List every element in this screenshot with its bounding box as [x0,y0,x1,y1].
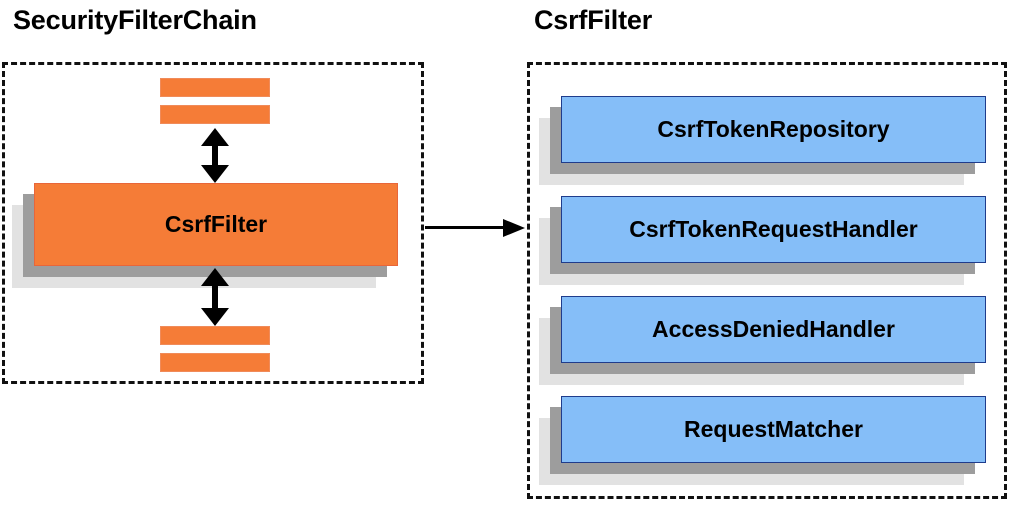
filter-bar-below-2 [160,353,270,372]
node-csrf-token-repository[interactable]: CsrfTokenRepository [539,96,986,185]
node-face: AccessDeniedHandler [561,296,986,363]
filter-bar-above-1 [160,78,270,97]
security-filter-chain-container [2,62,424,384]
node-csrf-filter-label: CsrfFilter [164,211,268,237]
arrowhead-right-icon [503,219,525,237]
panel-title-csrf-filter: CsrfFilter [534,5,653,35]
node-face: RequestMatcher [561,396,986,463]
arrow-shaft [212,284,218,310]
node-request-matcher[interactable]: RequestMatcher [539,396,986,485]
node-csrf-token-request-handler[interactable]: CsrfTokenRequestHandler [539,196,986,285]
connector-arrow-right [425,219,525,237]
node-csrf-token-request-handler-label: CsrfTokenRequestHandler [629,216,918,242]
filter-bar-below-1 [160,326,270,345]
node-face: CsrfFilter [34,183,398,266]
arrowhead-up-icon [201,268,229,286]
node-request-matcher-label: RequestMatcher [684,416,863,442]
arrow-chain-upper [201,128,229,183]
node-csrf-token-repository-label: CsrfTokenRepository [657,116,890,142]
panel-title-security-filter-chain: SecurityFilterChain [13,5,257,35]
connector-shaft [425,226,505,229]
node-face: CsrfTokenRequestHandler [561,196,986,263]
node-csrf-filter[interactable]: CsrfFilter [12,183,398,288]
arrowhead-up-icon [201,128,229,146]
node-access-denied-handler[interactable]: AccessDeniedHandler [539,296,986,385]
filter-bar-above-2 [160,105,270,124]
csrf-filter-container [527,62,1007,499]
arrowhead-down-icon [201,165,229,183]
node-face: CsrfTokenRepository [561,96,986,163]
arrowhead-down-icon [201,308,229,326]
arrow-shaft [212,144,218,167]
node-access-denied-handler-label: AccessDeniedHandler [652,316,895,342]
arrow-chain-lower [201,268,229,326]
